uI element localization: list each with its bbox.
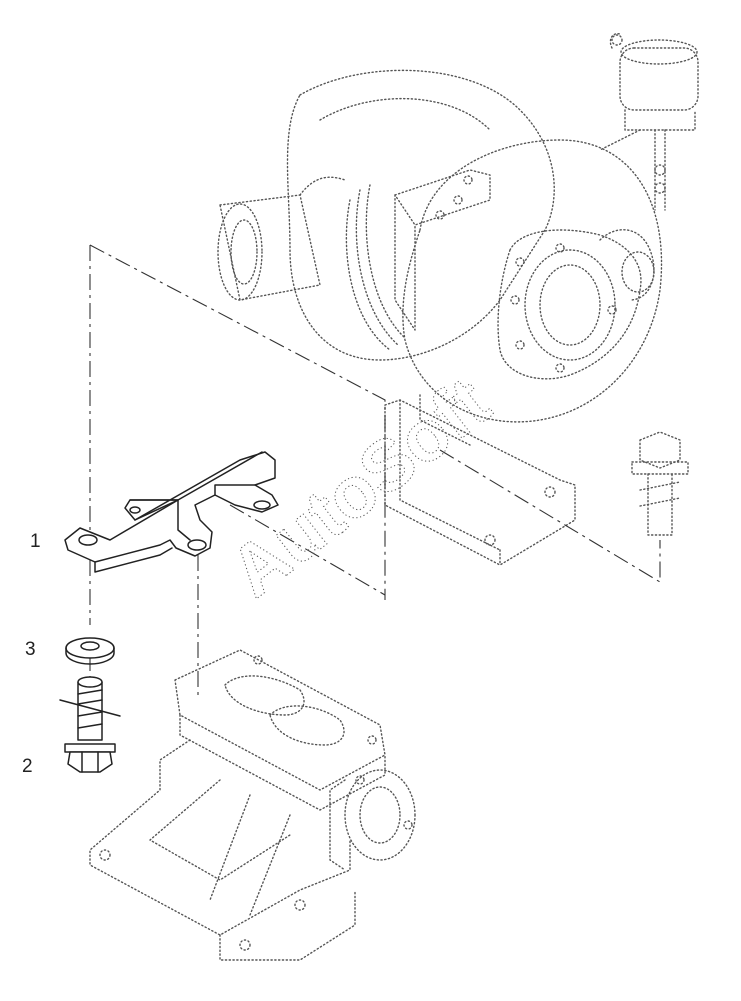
bracket-part xyxy=(64,451,279,573)
mounting-bolt-outline xyxy=(631,431,689,536)
bolt-part xyxy=(59,676,121,773)
assembly-lines xyxy=(89,244,661,700)
callout-1: 1 xyxy=(30,531,41,552)
callout-2: 2 xyxy=(22,756,33,777)
turbocharger-outline xyxy=(217,33,699,566)
callout-3: 3 xyxy=(25,639,36,660)
washer-part xyxy=(65,637,115,665)
exhaust-manifold-outline xyxy=(89,649,416,961)
